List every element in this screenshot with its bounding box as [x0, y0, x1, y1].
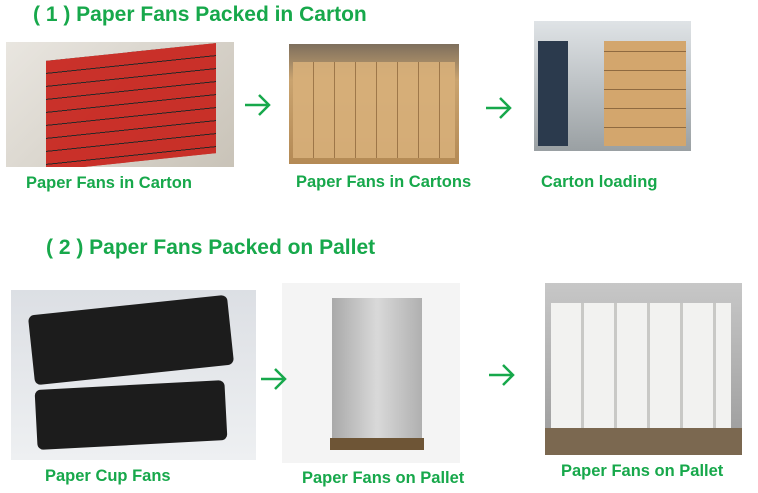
- photo-fans-on-pallets-warehouse: [545, 283, 742, 455]
- caption-fans-in-carton: Paper Fans in Carton: [26, 174, 192, 192]
- arrow-right-icon: [245, 94, 271, 116]
- caption-carton-loading: Carton loading: [541, 173, 658, 191]
- arrow-right-icon: [261, 368, 287, 390]
- caption-fans-on-pallet-1: Paper Fans on Pallet: [302, 469, 465, 487]
- photo-cartons-stacked: [289, 44, 459, 164]
- photo-fans-in-carton: [6, 42, 234, 167]
- arrow-right-icon: [486, 97, 512, 119]
- section1-title: ( 1 ) Paper Fans Packed in Carton: [33, 3, 367, 26]
- caption-fans-on-pallet-2: Paper Fans on Pallet: [561, 462, 724, 480]
- photo-fans-on-pallet-wrapped: [282, 283, 460, 463]
- section2-title: ( 2 ) Paper Fans Packed on Pallet: [46, 236, 376, 259]
- photo-paper-cup-fans: [11, 290, 256, 460]
- caption-paper-cup-fans: Paper Cup Fans: [45, 467, 171, 485]
- caption-fans-in-cartons: Paper Fans in Cartons: [296, 173, 472, 191]
- arrow-right-icon: [489, 364, 515, 386]
- photo-carton-loading: [534, 21, 691, 151]
